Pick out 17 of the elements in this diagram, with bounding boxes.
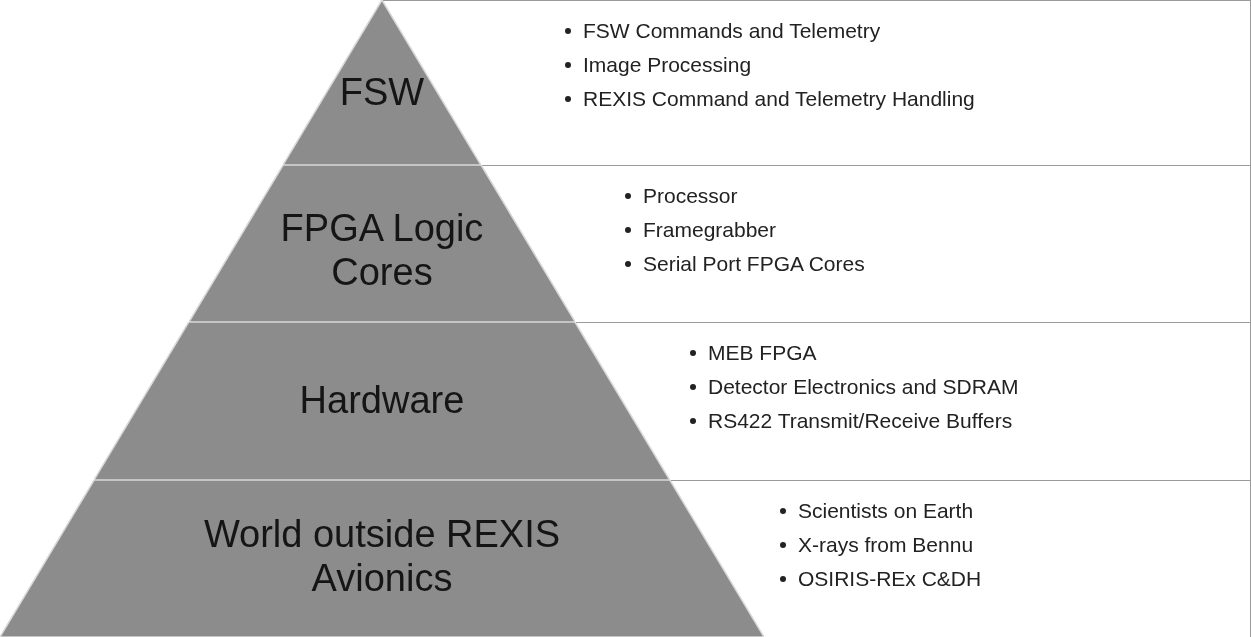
list-box	[480, 0, 1251, 166]
list-item: Detector Electronics and SDRAM	[708, 374, 1019, 400]
list-item: Scientists on Earth	[798, 498, 974, 524]
layer-label: Hardware	[299, 378, 465, 422]
list-item: Framegrabber	[643, 217, 777, 243]
list-item: Serial Port FPGA Cores	[643, 251, 865, 277]
layer-label: World outside REXIS Avionics	[202, 512, 562, 600]
list-item: MEB FPGA	[708, 340, 817, 366]
list-item: Image Processing	[583, 52, 752, 78]
list-item: RS422 Transmit/Receive Buffers	[708, 408, 1013, 434]
list-item: FSW Commands and Telemetry	[583, 18, 881, 44]
list-item: X-rays from Bennu	[798, 532, 974, 558]
list-item: REXIS Command and Telemetry Handling	[583, 86, 975, 112]
list-item: Processor	[643, 183, 738, 209]
list-item: OSIRIS-REx C&DH	[798, 566, 982, 592]
layer-label: FPGA Logic Cores	[279, 206, 485, 294]
layer-label: FSW	[339, 70, 425, 114]
